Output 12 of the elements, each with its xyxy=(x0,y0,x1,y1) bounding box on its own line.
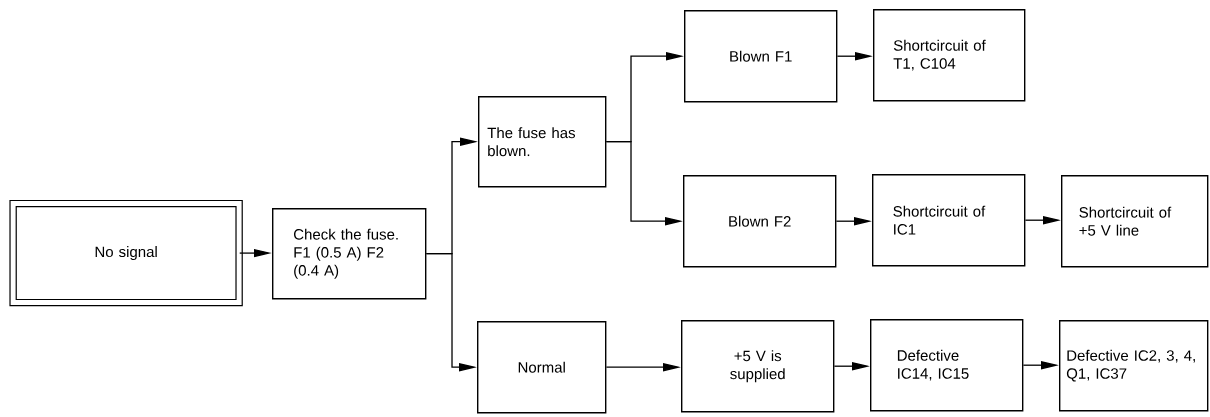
process-box: Normal xyxy=(477,321,607,414)
process-box: The fuse has blown. xyxy=(478,96,607,188)
process-box: Shortcircuit of T1, C104 xyxy=(873,9,1026,102)
start-box: No signal xyxy=(9,199,243,307)
process-box: Defective IC2, 3, 4, Q1, IC37 xyxy=(1059,320,1209,412)
process-box: Blown F1 xyxy=(684,10,838,103)
process-box: +5 V is supplied xyxy=(681,320,835,413)
process-box: Shortcircuit of IC1 xyxy=(872,174,1026,267)
process-box: Shortcircuit of +5 V line xyxy=(1061,175,1209,268)
process-box: Check the fuse. F1 (0.5 A) F2 (0.4 A) xyxy=(272,208,427,300)
process-box: Blown F2 xyxy=(683,175,837,268)
process-box: Defective IC14, IC15 xyxy=(870,319,1024,412)
